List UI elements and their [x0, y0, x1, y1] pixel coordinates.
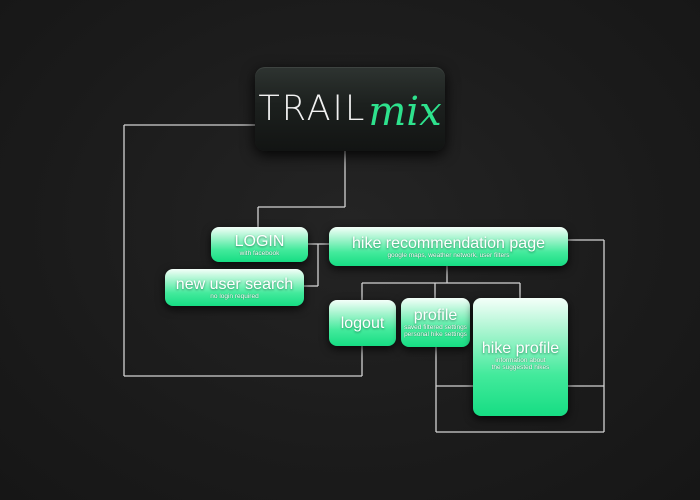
node-new-user-search[interactable]: new user search no login required	[165, 269, 304, 306]
node-title: hike profile	[481, 340, 560, 357]
node-subtitle: google maps, weather network, user filte…	[387, 251, 510, 259]
node-logout[interactable]: logout	[329, 300, 396, 346]
node-subtitle: with facebook	[239, 249, 280, 257]
node-title: new user search	[175, 275, 294, 293]
node-title: hike recommendation page	[351, 234, 545, 252]
node-title: LOGIN	[234, 232, 285, 250]
node-subtitle-line2: the suggested hikes	[491, 364, 550, 371]
logo-text-mix: mix	[368, 89, 442, 135]
node-subtitle-line1: information about	[495, 357, 546, 364]
node-subtitle-line1: saved filtered settings	[404, 324, 467, 331]
node-login[interactable]: LOGIN with facebook	[211, 227, 308, 262]
node-subtitle: no login required	[210, 292, 259, 300]
node-title: logout	[340, 314, 385, 332]
node-hike-profile[interactable]: hike profile information about the sugge…	[473, 298, 568, 416]
node-title: profile	[413, 307, 458, 324]
node-profile[interactable]: profile saved filtered settings personal…	[401, 298, 470, 347]
node-subtitle-line2: personal hike settings	[404, 331, 467, 338]
logo-text-trail: TRAIL	[258, 89, 367, 129]
node-hike-recommendation-page[interactable]: hike recommendation page google maps, we…	[329, 227, 568, 266]
